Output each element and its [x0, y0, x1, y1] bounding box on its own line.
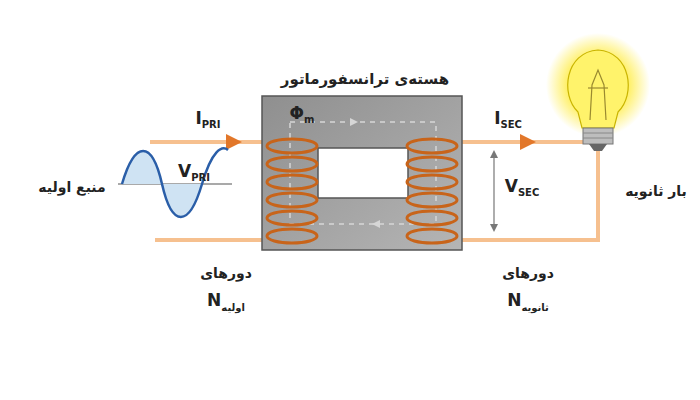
label-group: هسته‌ی ترانسفورماتور — [281, 69, 449, 88]
coil-turn — [407, 193, 457, 207]
label-group: ISEC — [494, 108, 522, 128]
coil-turn — [407, 139, 457, 153]
primary-wire — [155, 238, 278, 242]
label-group: بار ثانویه — [625, 181, 687, 200]
flux-path — [290, 122, 436, 224]
label-group: دورهای — [502, 263, 554, 282]
label-text: I — [195, 108, 201, 128]
subscript-text: PRI — [191, 172, 210, 183]
label-text: V — [505, 176, 518, 196]
coil-turn — [267, 139, 317, 153]
coil-turn — [267, 193, 317, 207]
label-group: دورهای — [200, 263, 252, 282]
coil-turn — [267, 211, 317, 225]
label-group: VSEC — [505, 176, 540, 196]
label-text: V — [178, 161, 191, 181]
coil-turn — [407, 211, 457, 225]
coil-turn — [267, 175, 317, 189]
label-text: بار ثانویه — [625, 183, 687, 199]
coil-turn — [407, 157, 457, 171]
lamp-load — [546, 33, 650, 151]
sine-source — [118, 148, 232, 217]
coil-turn — [267, 229, 317, 243]
label-text: منبع اولیه — [38, 179, 106, 195]
transformer-core — [262, 96, 462, 250]
label-group: VPRI — [178, 161, 210, 181]
label-group: IPRI — [195, 108, 220, 128]
subscript-text: SEC — [500, 119, 521, 130]
subscript-text: m — [304, 114, 314, 125]
subscript-text: ثانویه — [521, 302, 548, 313]
subscript-text: اولیه — [221, 302, 245, 313]
subscript-text: SEC — [518, 187, 539, 198]
label-text: N — [507, 290, 521, 310]
label-group: Nاولیه — [207, 290, 245, 310]
label-text: دورهای — [502, 265, 554, 281]
label-group: منبع اولیه — [38, 177, 106, 196]
coil-turn — [407, 229, 457, 243]
label-group: Nثانویه — [507, 290, 549, 310]
label-text: N — [207, 290, 221, 310]
label-group: Φm — [290, 103, 315, 123]
coil-turn — [267, 157, 317, 171]
coil-windings — [267, 139, 457, 243]
primary-wire — [150, 140, 278, 144]
current-arrow — [520, 134, 536, 150]
label-text: دورهای — [200, 265, 252, 281]
voltage-arrow — [490, 150, 498, 232]
label-text: I — [494, 108, 500, 128]
label-text: هسته‌ی ترانسفورماتور — [281, 70, 449, 88]
subscript-text: PRI — [202, 119, 221, 130]
current-arrow — [226, 134, 242, 150]
label-text: Φ — [290, 103, 304, 123]
secondary-wire — [448, 150, 598, 240]
coil-turn — [407, 175, 457, 189]
